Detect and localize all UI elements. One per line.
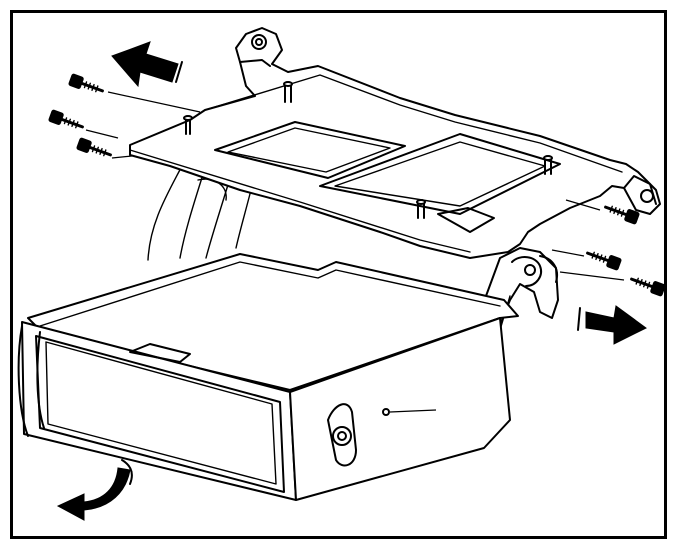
radio-unit	[17, 253, 519, 501]
bolt-right	[551, 199, 666, 297]
bolt	[48, 73, 201, 159]
arrow-remove-up-left	[111, 41, 183, 88]
illustration-border	[10, 10, 667, 539]
arrow-rotate-down	[56, 459, 133, 521]
mounting-bracket	[129, 27, 661, 259]
arrow-remove-right	[577, 305, 647, 345]
